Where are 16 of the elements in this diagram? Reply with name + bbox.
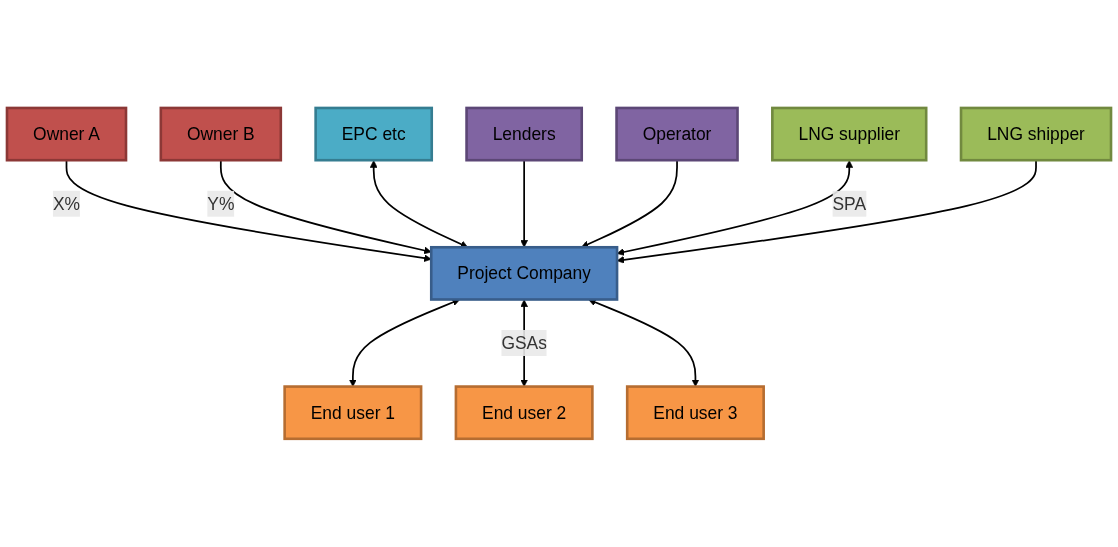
arrow xyxy=(369,160,469,248)
node-box: End user 2 xyxy=(454,385,594,441)
node-box: End user 1 xyxy=(283,385,423,441)
node-box: End user 3 xyxy=(625,385,765,441)
edge-label: GSAs xyxy=(501,333,547,353)
edge-label: Y% xyxy=(207,194,235,214)
node-box: EPC etc xyxy=(314,106,434,162)
node-box: Operator xyxy=(615,106,739,162)
edge-label: SPA xyxy=(832,194,867,214)
node-box: LNG supplier xyxy=(771,106,928,162)
node-box: Owner A xyxy=(5,106,128,162)
node-box: Owner B xyxy=(159,106,283,162)
edge-label: X% xyxy=(52,194,81,214)
node-box: LNG shipper xyxy=(959,106,1113,162)
node-box: Project Company xyxy=(429,246,619,301)
node-box: Lenders xyxy=(465,106,584,162)
